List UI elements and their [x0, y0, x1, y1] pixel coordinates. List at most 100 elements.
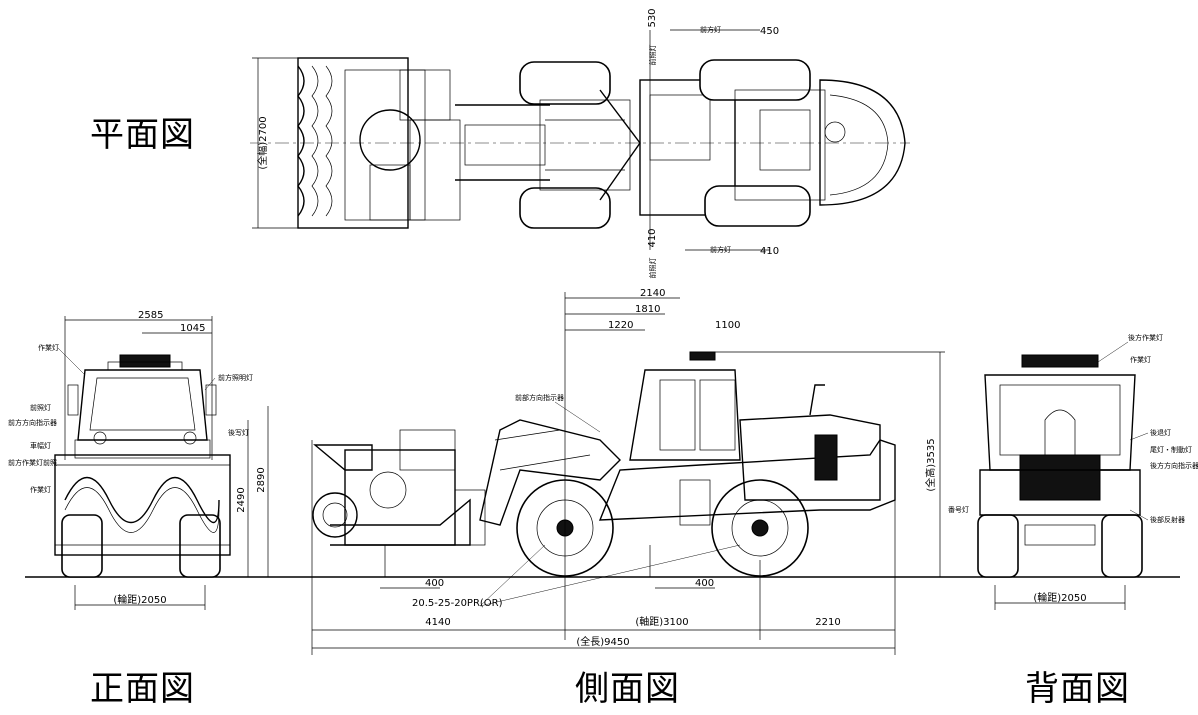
plan-counterweight — [819, 79, 906, 206]
front-cab — [77, 369, 208, 441]
side-view: 2140 1810 1220 1100 (全高)3535 400 400 20.… — [311, 288, 945, 655]
front-height-a: 2490 — [236, 487, 247, 512]
plan-articulation — [599, 89, 641, 201]
rear-engine — [1044, 409, 1076, 456]
front-label-front-work: 前方作業灯前照 — [8, 458, 57, 467]
side-ground-clear: 400 — [425, 578, 444, 589]
plan-lamp-bottom-label: 前方灯 — [710, 245, 731, 254]
side-overall-height: (全高)3535 — [924, 438, 937, 491]
rear-view-title: 背面図 — [1025, 669, 1130, 709]
side-dim-1100: 1100 — [715, 320, 740, 331]
side-exhaust — [809, 384, 825, 416]
side-front-length: 4140 — [425, 617, 450, 628]
plan-engine-hood — [734, 89, 826, 201]
plan-blower-body — [297, 57, 409, 229]
rear-label-tail: 尾灯・制動灯 — [1150, 445, 1192, 454]
rear-view: (輪距)2050 後方作業灯 作業灯 後退灯 尾灯・制動灯 後方方向指示器 後部… — [948, 333, 1198, 610]
side-overall-length: (全長)9450 — [576, 635, 629, 648]
front-headlamp-left — [93, 431, 107, 445]
rear-beacon — [1021, 354, 1099, 368]
front-label-turn: 前方方向指示器 — [8, 418, 57, 427]
rear-tread: (輪距)2050 — [1033, 591, 1086, 604]
front-headlamp-right — [183, 431, 197, 445]
plan-view: (全幅)2700 450 前方灯 530 前照灯 410 前方灯 410 前照灯 — [250, 8, 910, 279]
side-boom — [479, 419, 621, 526]
plan-lamp-top-label: 前方灯 — [700, 25, 721, 34]
side-min-ground: 400 — [695, 578, 714, 589]
plan-lamp-bottom-value: 410 — [760, 246, 779, 257]
side-view-title: 側面図 — [575, 669, 680, 709]
front-width-top: 2585 — [138, 310, 163, 321]
side-chassis — [598, 439, 896, 521]
rear-label-reverse: 後退灯 — [1150, 428, 1171, 437]
rear-plate — [1024, 524, 1096, 546]
front-label-headlamp: 前照灯 — [30, 403, 51, 412]
side-tyre-spec: 20.5-25-20PR(OR) — [412, 598, 503, 609]
front-label-width-lamp: 車幅灯 — [30, 441, 51, 450]
side-wheelbase: (軸距)3100 — [635, 615, 688, 628]
side-cab-door — [659, 379, 696, 451]
front-label-work-lamp-low: 作業灯 — [30, 485, 51, 494]
side-dim-1220: 1220 — [608, 320, 633, 331]
side-rear-wheel — [711, 479, 809, 577]
front-left-tyre — [61, 514, 103, 578]
front-tread: (輪距)2050 — [113, 593, 166, 606]
plan-engine-top — [759, 109, 811, 171]
plan-front-overhang-top: 530 — [647, 8, 658, 27]
front-mirror-right — [205, 384, 217, 416]
plan-front-right-tyre — [519, 187, 611, 229]
plan-chute — [369, 164, 411, 221]
plan-label-top-side: 前照灯 — [648, 45, 657, 66]
rear-left-tyre — [977, 514, 1019, 578]
plan-gearbox — [409, 119, 461, 221]
plan-exhaust — [824, 121, 846, 143]
front-label-front-light: 前方照明灯 — [218, 373, 253, 382]
plan-lamp-top-value: 450 — [760, 26, 779, 37]
side-dim-1810: 1810 — [635, 304, 660, 315]
plan-rear-left-tyre — [699, 59, 811, 101]
side-snow-blower — [312, 429, 486, 546]
front-mirror-left — [67, 384, 79, 416]
rear-counterweight — [979, 469, 1141, 516]
front-right-tyre — [179, 514, 221, 578]
plan-front-left-tyre — [519, 61, 611, 105]
rear-window — [999, 384, 1121, 456]
rear-label-turn: 後方方向指示器 — [1150, 461, 1198, 470]
front-view: 2585 1045 (輪距)2050 2490 2890 作業灯 前照灯 前方方… — [8, 310, 269, 610]
side-cab — [629, 369, 741, 461]
rear-label-plate: 番号灯 — [948, 505, 969, 514]
rear-label-reflector: 後部反射器 — [1150, 515, 1185, 524]
side-grille — [814, 434, 838, 481]
side-engine-hood — [739, 414, 881, 501]
plan-auger — [297, 65, 333, 217]
plan-front-overhang-bottom: 410 — [647, 228, 658, 247]
plan-rear-right-tyre — [704, 185, 811, 227]
side-cab-window — [699, 379, 736, 451]
plan-boom-link — [464, 124, 546, 166]
front-auger — [55, 464, 230, 546]
plan-front-frame — [539, 99, 631, 191]
plan-label-bottom-side: 前照灯 — [648, 258, 657, 279]
front-roof-beacon — [119, 354, 171, 368]
side-rear-length: 2210 — [815, 617, 840, 628]
plan-view-title: 平面図 — [90, 115, 195, 155]
front-label-work-lamp: 作業灯 — [38, 343, 59, 352]
front-blower-housing — [54, 454, 231, 556]
front-height-b: 2890 — [256, 467, 267, 492]
front-windshield — [89, 377, 196, 431]
side-dim-2140: 2140 — [640, 288, 665, 299]
rear-label-work-lamp: 作業灯 — [1130, 355, 1151, 364]
side-beacon — [689, 351, 716, 361]
rear-grille — [1019, 454, 1101, 501]
plan-overall-width: (全幅)2700 — [256, 116, 269, 169]
front-view-title: 正面図 — [90, 669, 195, 709]
rear-right-tyre — [1101, 514, 1143, 578]
rear-label-work-light: 後方作業灯 — [1128, 333, 1163, 342]
plan-blower-frame — [344, 69, 426, 221]
side-label-turn: 前部方向指示器 — [515, 393, 564, 402]
plan-cab-window — [649, 94, 711, 161]
plan-fan-housing — [359, 109, 421, 171]
front-width-mid: 1045 — [180, 323, 205, 334]
front-label-rear-lamp: 後写灯 — [228, 428, 249, 437]
